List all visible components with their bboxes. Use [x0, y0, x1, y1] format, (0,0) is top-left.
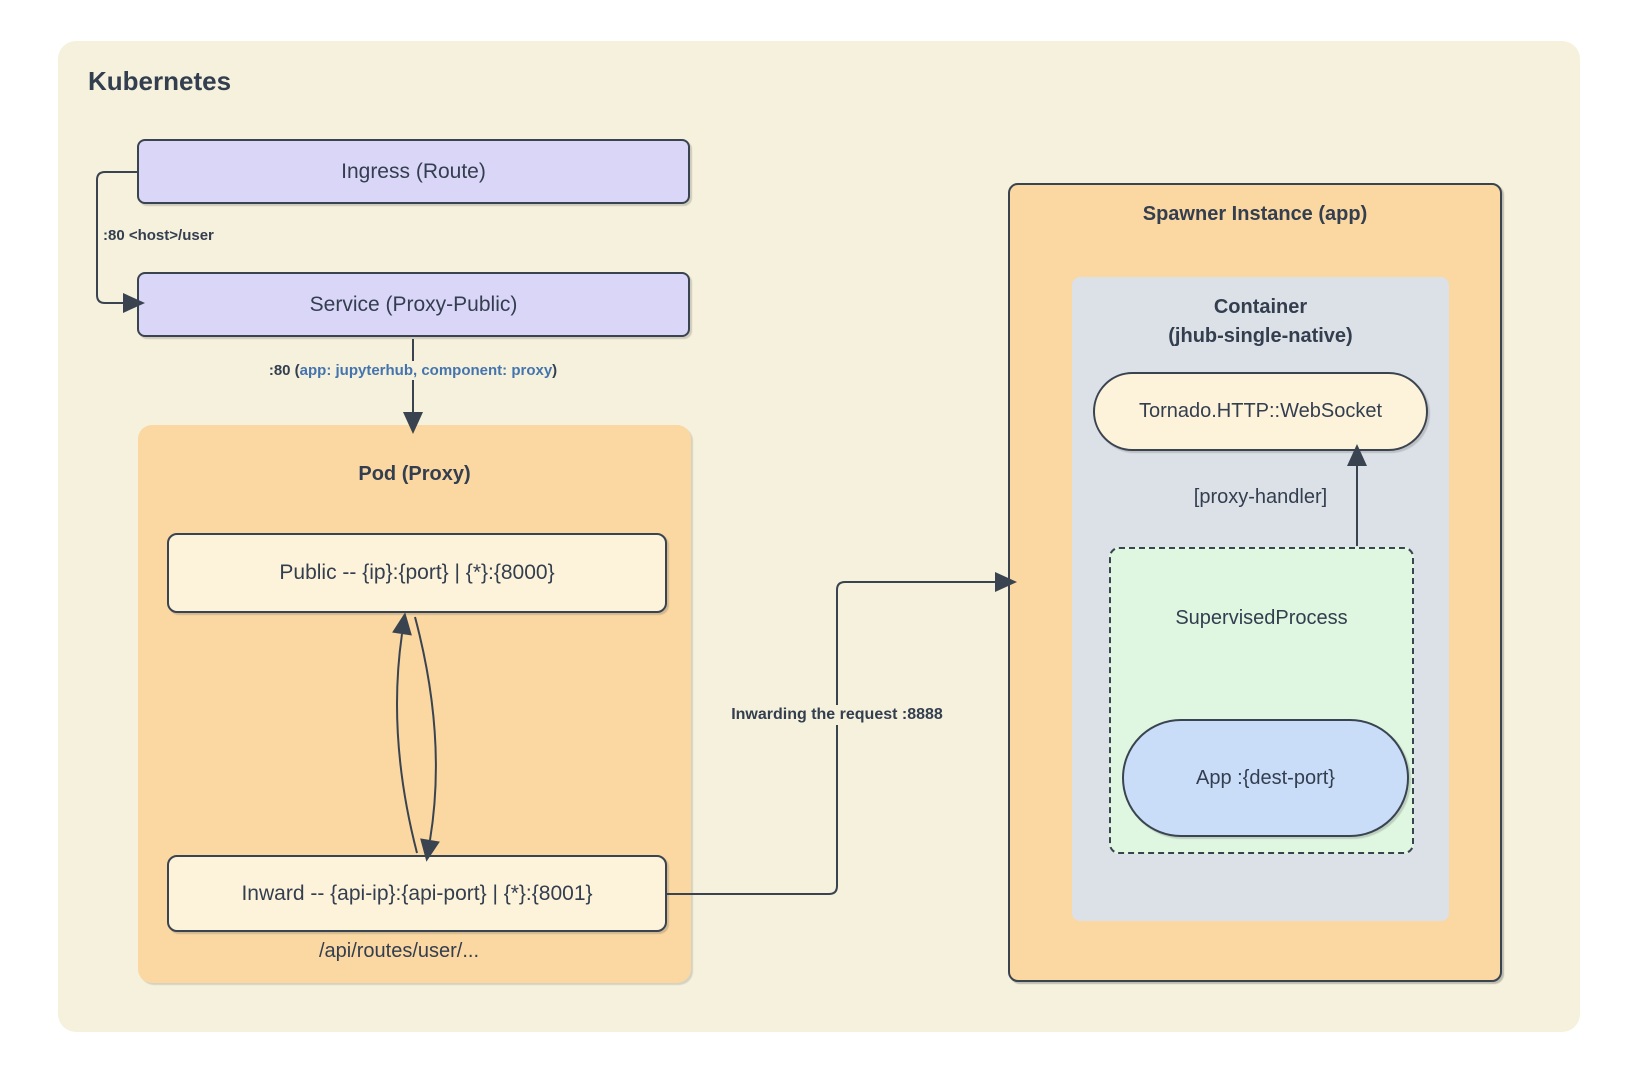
container-title-line1: Container	[1213, 296, 1308, 318]
edge-label-host-user: :80 <host>/user	[100, 226, 217, 245]
kubernetes-title: Kubernetes	[88, 66, 232, 96]
inward-endpoint-label: Inward -- {api-ip}:{api-port} | {*}:{800…	[241, 881, 593, 905]
container-title-line2: (jhub-single-native)	[1168, 325, 1353, 347]
selector-prefix: :80 (	[268, 362, 300, 379]
app-dest-port-label: App :{dest-port}	[1196, 766, 1335, 789]
selector-suffix: )	[552, 362, 558, 379]
ingress-label: Ingress (Route)	[341, 159, 486, 183]
public-endpoint-node: Public -- {ip}:{port} | {*}:{8000}	[167, 533, 667, 613]
pod-proxy-title: Pod (Proxy)	[358, 463, 471, 485]
app-dest-port-node: App :{dest-port}	[1122, 719, 1409, 837]
proxy-handler-label: [proxy-handler]	[1193, 486, 1328, 508]
api-routes-note: /api/routes/user/...	[318, 940, 480, 962]
selector-text: app: jupyterhub, component: proxy	[299, 362, 553, 379]
supervised-process-label: SupervisedProcess	[1175, 607, 1348, 629]
edge-label-service-selector: :80 (app: jupyterhub, component: proxy)	[265, 361, 561, 380]
service-label: Service (Proxy-Public)	[309, 292, 518, 316]
inward-endpoint-node: Inward -- {api-ip}:{api-port} | {*}:{800…	[167, 855, 667, 932]
public-endpoint-label: Public -- {ip}:{port} | {*}:{8000}	[279, 561, 555, 584]
spawner-instance-title: Spawner Instance (app)	[1142, 203, 1368, 225]
tornado-websocket-node: Tornado.HTTP::WebSocket	[1093, 372, 1428, 451]
edge-label-inwarding-request: Inwarding the request :8888	[728, 705, 946, 725]
tornado-websocket-label: Tornado.HTTP::WebSocket	[1138, 400, 1383, 422]
container-title: Container (jhub-single-native)	[1072, 293, 1449, 351]
ingress-node: Ingress (Route)	[137, 139, 690, 204]
service-node: Service (Proxy-Public)	[137, 272, 690, 337]
